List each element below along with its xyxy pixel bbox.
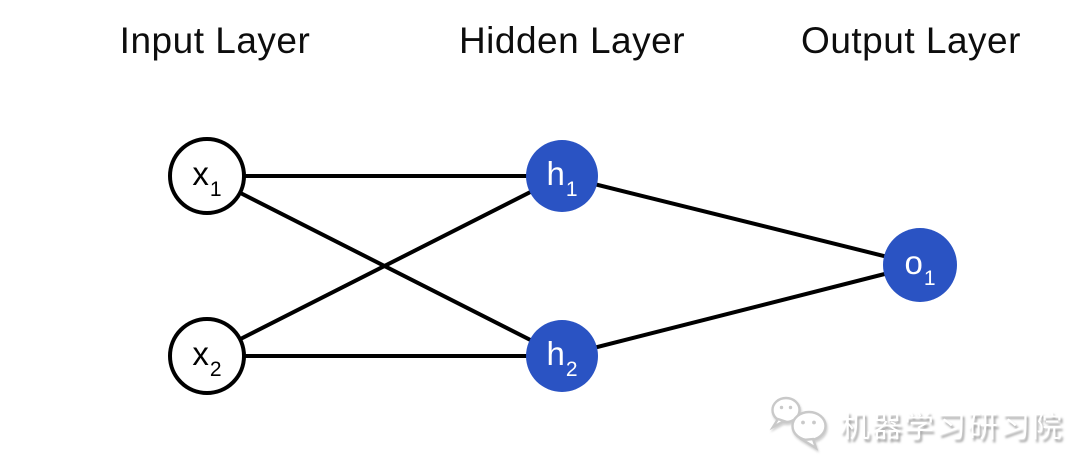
edge-h1-o1	[561, 174, 921, 267]
node-label-x2: x2	[192, 335, 221, 381]
edge-h2-o1	[561, 263, 921, 358]
node-h1: h1	[526, 140, 598, 212]
node-x1: x1	[168, 137, 246, 215]
node-circle-x2	[168, 317, 246, 395]
node-circle-h2	[526, 320, 598, 392]
node-h2: h2	[526, 320, 598, 392]
node-circle-h1	[526, 140, 598, 212]
output-layer-header: Output Layer	[801, 20, 1021, 61]
node-x2: x2	[168, 317, 246, 395]
node-circle-o1	[883, 228, 957, 302]
wechat-icon	[769, 396, 827, 451]
node-label-h2: h2	[546, 335, 577, 381]
node-label-h1: h1	[546, 155, 577, 201]
node-circle-x1	[168, 137, 246, 215]
edge-x2-h1	[206, 174, 563, 358]
node-o1: o1	[883, 228, 957, 302]
input-layer-header: Input Layer	[119, 20, 311, 61]
node-label-o1: o1	[904, 244, 935, 290]
watermark: 机器学习研习院	[768, 395, 1064, 453]
watermark-text: 机器学习研习院	[840, 411, 1064, 444]
hidden-layer-header: Hidden Layer	[458, 20, 686, 61]
node-label-x1: x1	[192, 155, 221, 201]
